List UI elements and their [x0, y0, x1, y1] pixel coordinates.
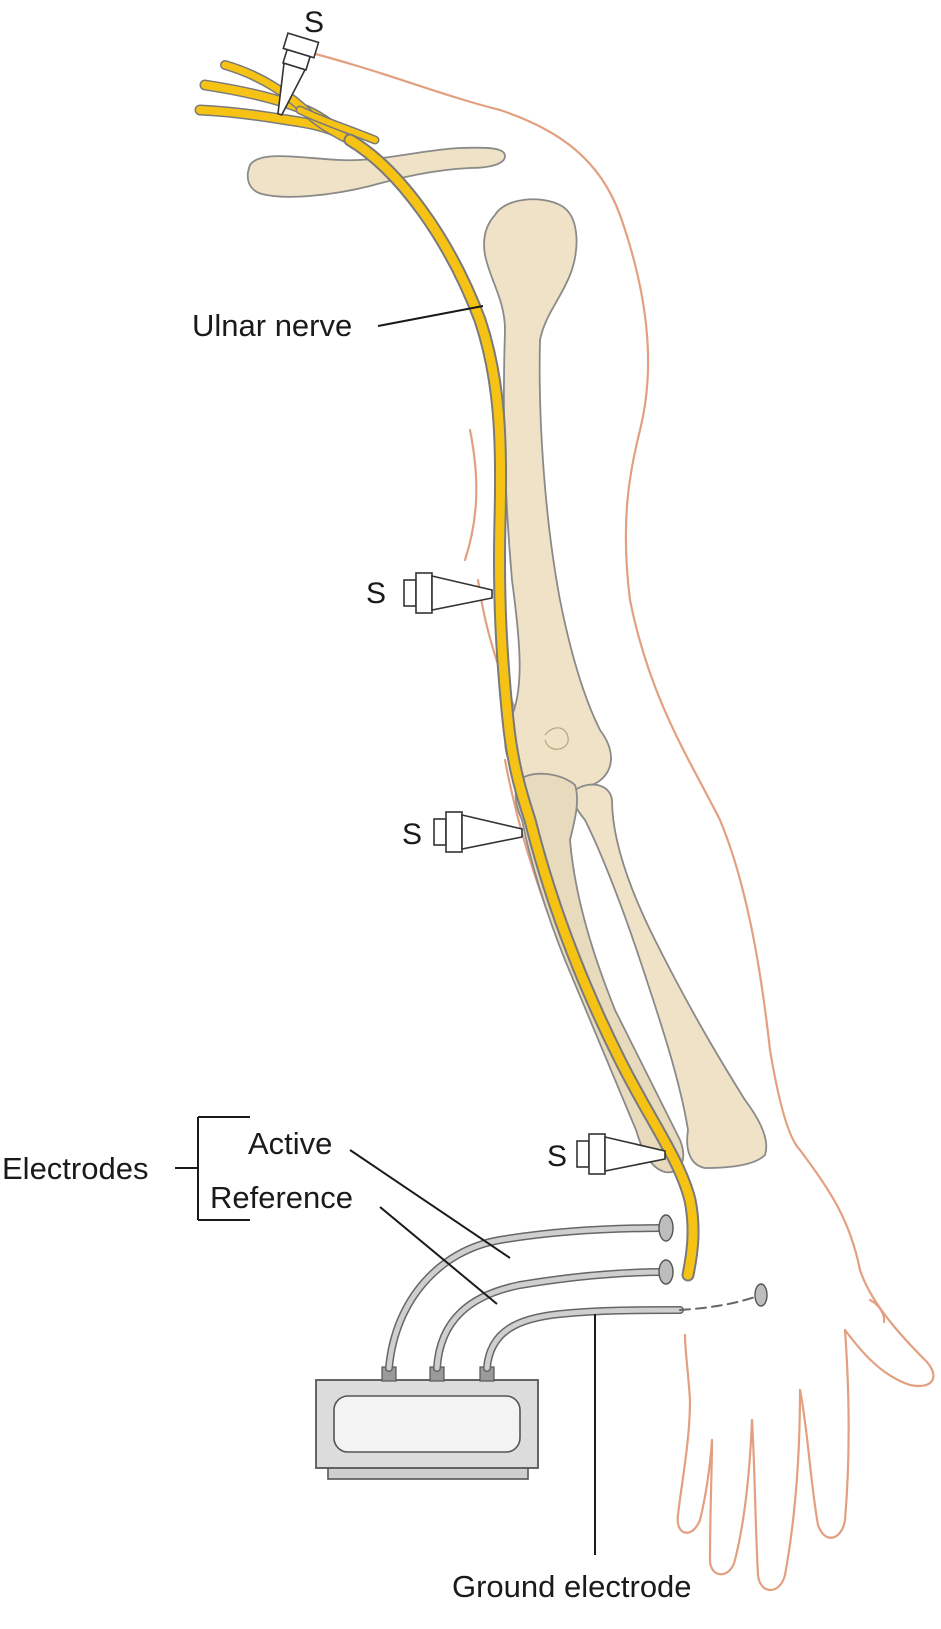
radius-bone: [572, 783, 768, 1169]
electrodes-label: Electrodes: [2, 1151, 148, 1186]
reference-electrode: [658, 1259, 674, 1285]
ground-electrode-disc: [754, 1283, 768, 1307]
stim-label-below-elbow: S: [402, 818, 422, 851]
stimulator-above-elbow: [403, 572, 493, 614]
reference-label: Reference: [210, 1180, 353, 1215]
active-electrode: [658, 1214, 674, 1242]
humerus-condyle-detail: [544, 727, 569, 750]
stim-label-erbs-point: S: [304, 6, 324, 39]
humerus-bone: [483, 198, 612, 791]
stimulator-erbs-point: [277, 32, 320, 116]
stimulator-below-elbow: [433, 811, 523, 853]
stim-label-above-elbow: S: [366, 577, 386, 610]
leader-lines: [175, 305, 596, 1555]
amplifier-box: [315, 1366, 539, 1480]
clavicle-bone: [246, 146, 506, 198]
stimulator-wrist: [576, 1133, 666, 1175]
arm-skin-outline: [298, 48, 935, 1592]
ulnar-nerve: [194, 60, 700, 1282]
ground-electrode-label: Ground electrode: [452, 1569, 692, 1604]
active-label: Active: [248, 1126, 332, 1161]
ulnar-nerve-label: Ulnar nerve: [192, 308, 352, 343]
electrode-cables: [385, 1224, 759, 1372]
stim-label-wrist: S: [547, 1140, 567, 1173]
